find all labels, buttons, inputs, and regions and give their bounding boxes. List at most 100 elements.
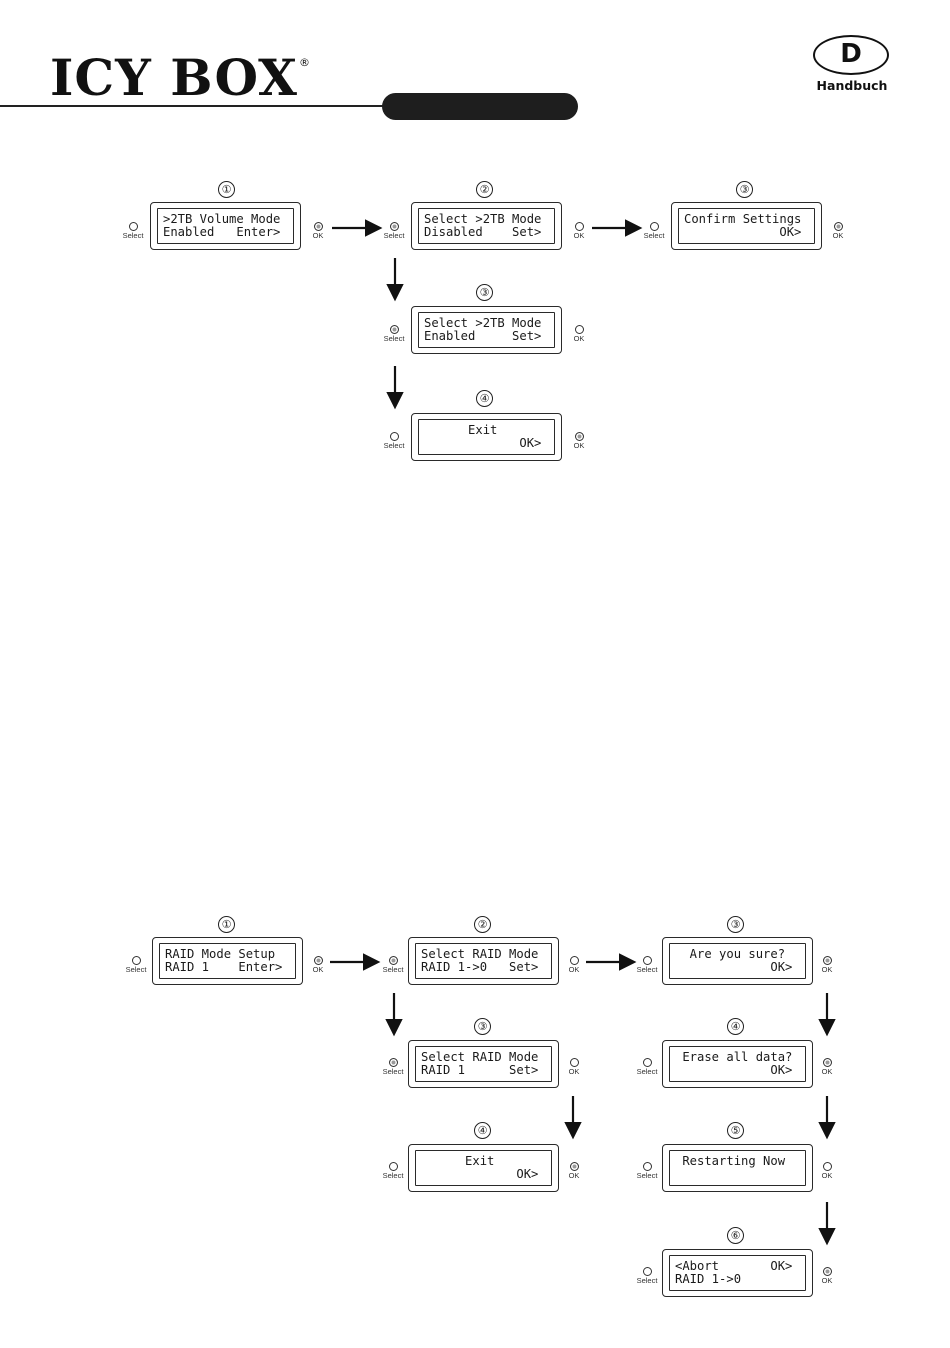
ok-button[interactable]: OK — [826, 222, 850, 240]
step-number: ④ — [727, 1018, 744, 1035]
lcd-line-2: OK> — [424, 437, 542, 450]
select-led-icon — [388, 1058, 398, 1067]
select-led-icon — [389, 325, 399, 334]
lcd-line-2: RAID 1->0 — [675, 1273, 742, 1286]
select-led-icon — [642, 1058, 652, 1067]
lcd-line-1: Exit — [421, 1155, 495, 1168]
step-number: ③ — [474, 1018, 491, 1035]
select-button[interactable]: Select — [635, 1267, 659, 1285]
select-led-icon — [388, 1162, 398, 1171]
select-button[interactable]: Select — [381, 956, 405, 974]
ok-led-icon — [574, 325, 584, 334]
ok-button[interactable]: OK — [815, 1058, 839, 1076]
ok-label: OK — [832, 231, 844, 240]
ok-button[interactable]: OK — [815, 1267, 839, 1285]
lcd-line-2: RAID 1 Enter> — [165, 961, 283, 974]
ok-button[interactable]: OK — [562, 1058, 586, 1076]
ok-led-icon — [569, 956, 579, 965]
select-label: Select — [382, 965, 404, 974]
ok-button[interactable]: OK — [567, 432, 591, 450]
ok-label: OK — [573, 231, 585, 240]
step-number: ④ — [474, 1122, 491, 1139]
select-label: Select — [636, 1276, 658, 1285]
select-led-icon — [642, 956, 652, 965]
ok-led-icon — [833, 222, 843, 231]
select-label: Select — [382, 1067, 404, 1076]
ok-button[interactable]: OK — [306, 222, 330, 240]
ok-button[interactable]: OK — [306, 956, 330, 974]
select-button[interactable]: Select — [635, 956, 659, 974]
select-button[interactable]: Select — [382, 325, 406, 343]
select-label: Select — [636, 1171, 658, 1180]
ok-label: OK — [568, 1171, 580, 1180]
ok-button[interactable]: OK — [567, 222, 591, 240]
select-label: Select — [636, 965, 658, 974]
ok-button[interactable]: OK — [567, 325, 591, 343]
select-button[interactable]: Select — [635, 1058, 659, 1076]
lcd-screen: Are you sure? OK> — [662, 937, 813, 985]
select-led-icon — [131, 956, 141, 965]
step-number: ③ — [736, 181, 753, 198]
lcd-line-1: Select >2TB Mode — [424, 317, 542, 330]
ok-label: OK — [568, 965, 580, 974]
select-button[interactable]: Select — [635, 1162, 659, 1180]
ok-label: OK — [573, 334, 585, 343]
step-number: ② — [474, 916, 491, 933]
select-button[interactable]: Select — [124, 956, 148, 974]
ok-led-icon — [822, 956, 832, 965]
lcd-line-2: Disabled Set> — [424, 226, 542, 239]
lcd-line-2: RAID 1 Set> — [421, 1064, 539, 1077]
select-button[interactable]: Select — [121, 222, 145, 240]
lcd-line-2: OK> — [675, 961, 793, 974]
step-number: ④ — [476, 390, 493, 407]
lcd-line-2: Enabled Set> — [424, 330, 542, 343]
ok-led-icon — [574, 432, 584, 441]
lcd-line-2 — [675, 1168, 801, 1181]
step-number: ① — [218, 916, 235, 933]
step-number: ③ — [476, 284, 493, 301]
ok-label: OK — [821, 965, 833, 974]
registered-mark: ® — [299, 56, 310, 69]
select-button[interactable]: Select — [381, 1162, 405, 1180]
step-number: ⑥ — [727, 1227, 744, 1244]
ok-button[interactable]: OK — [815, 1162, 839, 1180]
ok-button[interactable]: OK — [815, 956, 839, 974]
select-label: Select — [122, 231, 144, 240]
lcd-line-1: >2TB Volume Mode — [163, 213, 281, 226]
ok-label: OK — [821, 1171, 833, 1180]
ok-label: OK — [821, 1067, 833, 1076]
step-number: ① — [218, 181, 235, 198]
ok-led-icon — [569, 1162, 579, 1171]
lcd-screen: Erase all data? OK> — [662, 1040, 813, 1088]
ok-led-icon — [822, 1058, 832, 1067]
ok-led-icon — [569, 1058, 579, 1067]
select-button[interactable]: Select — [642, 222, 666, 240]
select-label: Select — [125, 965, 147, 974]
language-badge: D — [813, 35, 889, 75]
select-label: Select — [383, 441, 405, 450]
brand-logo: ICY BOX — [50, 48, 298, 107]
select-button[interactable]: Select — [382, 222, 406, 240]
ok-label: OK — [312, 965, 324, 974]
ok-button[interactable]: OK — [562, 956, 586, 974]
select-led-icon — [642, 1267, 652, 1276]
select-label: Select — [643, 231, 665, 240]
ok-label: OK — [821, 1276, 833, 1285]
ok-led-icon — [822, 1162, 832, 1171]
select-label: Select — [383, 231, 405, 240]
lcd-line-1: Exit — [424, 424, 498, 437]
ok-led-icon — [313, 222, 323, 231]
select-led-icon — [389, 432, 399, 441]
select-button[interactable]: Select — [381, 1058, 405, 1076]
select-label: Select — [382, 1171, 404, 1180]
ok-button[interactable]: OK — [562, 1162, 586, 1180]
lcd-line-1: Select RAID Mode — [421, 948, 539, 961]
lcd-line-1: <Abort OK> — [675, 1260, 793, 1273]
select-button[interactable]: Select — [382, 432, 406, 450]
lcd-screen: Restarting Now — [662, 1144, 813, 1192]
ok-label: OK — [573, 441, 585, 450]
lcd-screen: Exit OK> — [408, 1144, 559, 1192]
